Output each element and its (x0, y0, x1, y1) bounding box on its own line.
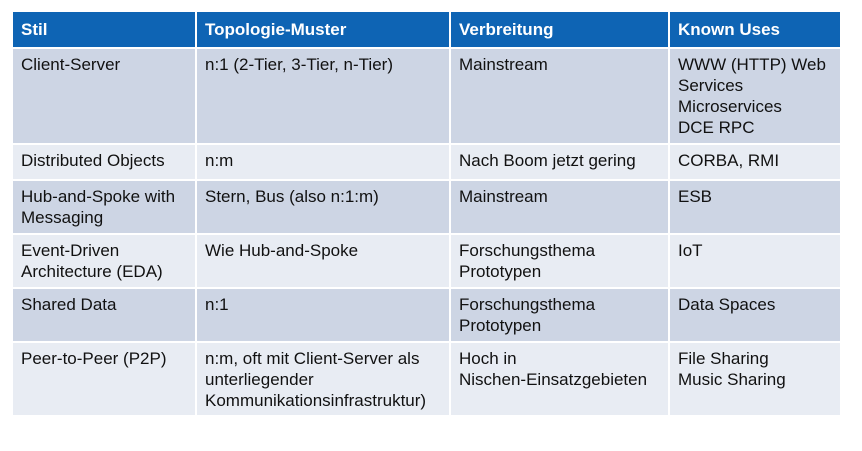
architecture-styles-table: Stil Topologie-Muster Verbreitung Known … (13, 12, 840, 417)
table-row-shared-data: Shared Data n:1 Forschungsthema Prototyp… (13, 288, 840, 343)
table-row-hub-and-spoke: Hub-and-Spoke with Messaging Stern, Bus … (13, 180, 840, 235)
cell-verbreitung: Mainstream (450, 180, 670, 235)
cell-stil: Distributed Objects (13, 144, 197, 181)
cell-known-uses: Data Spaces (669, 288, 840, 343)
header-known-uses: Known Uses (669, 12, 840, 49)
cell-topologie: Stern, Bus (also n:1:m) (196, 180, 451, 235)
cell-topologie: n:1 (196, 288, 451, 343)
cell-topologie: n:m, oft mit Client-Server als unterlieg… (196, 342, 451, 417)
cell-stil: Peer-to-Peer (P2P) (13, 342, 197, 417)
cell-known-uses: WWW (HTTP) Web Services Microservices DC… (669, 48, 840, 145)
cell-known-uses: CORBA, RMI (669, 144, 840, 181)
cell-known-uses: IoT (669, 234, 840, 289)
cell-verbreitung: Hoch in Nischen-Einsatzgebieten (450, 342, 670, 417)
cell-verbreitung: Forschungsthema Prototypen (450, 288, 670, 343)
table-row-distributed-objects: Distributed Objects n:m Nach Boom jetzt … (13, 144, 840, 181)
cell-known-uses: ESB (669, 180, 840, 235)
cell-verbreitung: Nach Boom jetzt gering (450, 144, 670, 181)
cell-verbreitung: Mainstream (450, 48, 670, 145)
table-header-row: Stil Topologie-Muster Verbreitung Known … (13, 12, 840, 49)
header-verbreitung: Verbreitung (450, 12, 670, 49)
styles-table-container: Stil Topologie-Muster Verbreitung Known … (13, 12, 840, 417)
header-topologie-muster: Topologie-Muster (196, 12, 451, 49)
table-row-event-driven: Event-Driven Architecture (EDA) Wie Hub-… (13, 234, 840, 289)
cell-topologie: Wie Hub-and-Spoke (196, 234, 451, 289)
cell-stil: Event-Driven Architecture (EDA) (13, 234, 197, 289)
table-row-peer-to-peer: Peer-to-Peer (P2P) n:m, oft mit Client-S… (13, 342, 840, 417)
cell-verbreitung: Forschungsthema Prototypen (450, 234, 670, 289)
cell-known-uses: File Sharing Music Sharing (669, 342, 840, 417)
cell-topologie: n:m (196, 144, 451, 181)
cell-topologie: n:1 (2-Tier, 3-Tier, n-Tier) (196, 48, 451, 145)
cell-stil: Hub-and-Spoke with Messaging (13, 180, 197, 235)
table-row-client-server: Client-Server n:1 (2-Tier, 3-Tier, n-Tie… (13, 48, 840, 145)
cell-stil: Client-Server (13, 48, 197, 145)
header-stil: Stil (13, 12, 197, 49)
cell-stil: Shared Data (13, 288, 197, 343)
